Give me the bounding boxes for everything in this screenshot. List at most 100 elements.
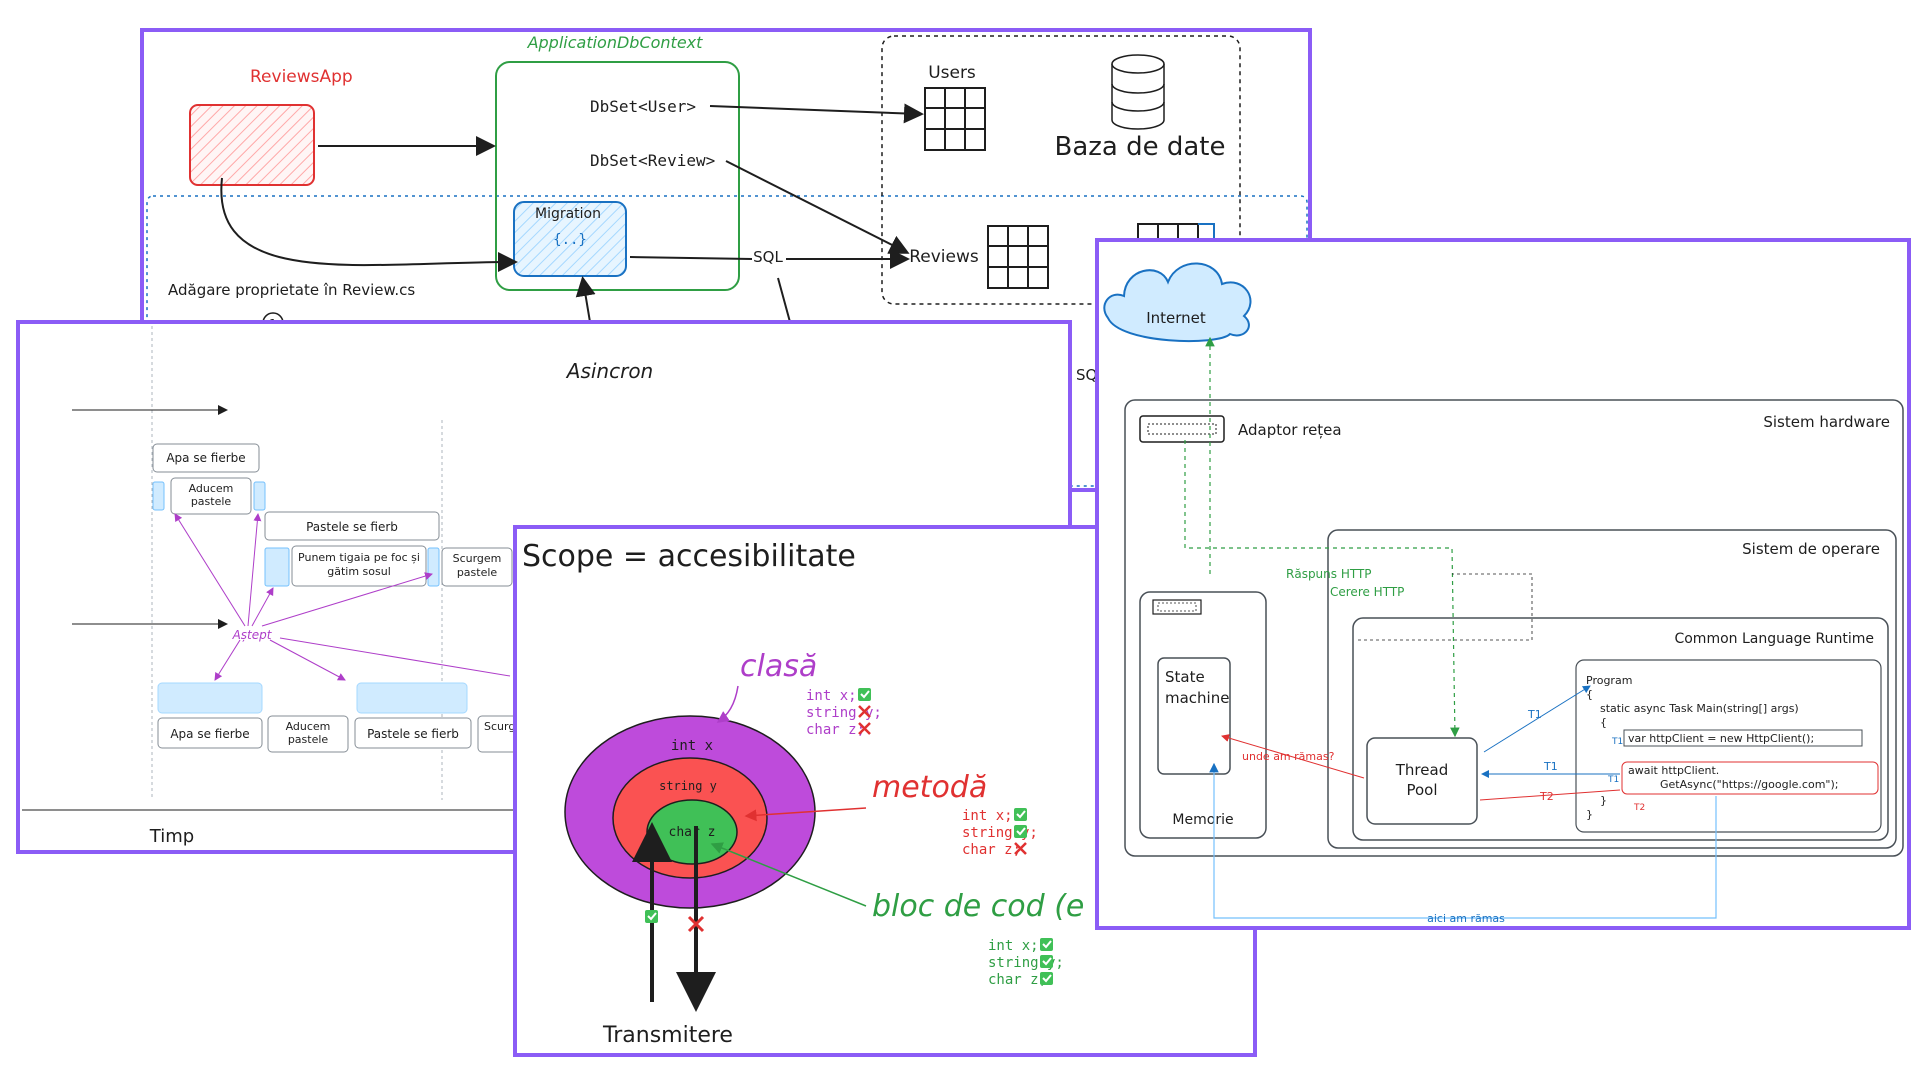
aici-am-ramas-path: [1209, 762, 1717, 919]
asincron-title: Asincron: [565, 359, 653, 383]
task-box: [267, 715, 349, 753]
code-line: await httpClient.: [1628, 764, 1719, 777]
code-line: GetAsync("https://google.com");: [1660, 778, 1838, 791]
clr-box: [1352, 617, 1889, 841]
task-box: [354, 717, 472, 749]
bottom-scurgem-wrap: Scurgem pastele: [484, 720, 518, 733]
task-box: [152, 443, 260, 473]
metoda-list: int x; string y; char z;: [962, 808, 1038, 858]
os-box: [1327, 529, 1897, 849]
metoda-item: int x;: [962, 808, 1013, 824]
code-line: static async Task Main(string[] args): [1600, 702, 1799, 715]
task-box: [157, 717, 263, 749]
internet-label: Internet: [1146, 309, 1206, 327]
metoda-arrow: [744, 807, 867, 822]
migration-label-top: Migration: [535, 206, 601, 222]
raspuns-label: Răspuns HTTP: [1286, 567, 1372, 581]
clasa-item: char z;: [806, 722, 865, 738]
scope-int-x: int x: [671, 738, 713, 754]
database-region: [881, 35, 1241, 305]
code-line: var httpClient = new HttpClient();: [1628, 732, 1814, 745]
check-icon: [1014, 808, 1027, 821]
clasa-item: string y;: [806, 705, 882, 721]
sql-label: SQL: [753, 248, 783, 266]
transmitere-label: Transmitere: [602, 1023, 733, 1048]
check-icon: [1016, 810, 1026, 819]
database-icon: [1111, 54, 1165, 130]
memorie-label: Memorie: [1172, 812, 1233, 828]
http-routes: [1184, 336, 1460, 738]
task-box: [441, 547, 513, 587]
cerere-label: Cerere HTTP: [1330, 585, 1404, 599]
scurgem-pastele: Scurgem pastele: [452, 552, 502, 579]
metoda-item: char z;: [962, 842, 1021, 858]
cross-icon: [858, 722, 871, 735]
wait-block: [264, 547, 290, 587]
scope-char-z: char z: [669, 825, 716, 840]
wait-block: [253, 481, 266, 511]
scope-string-y: string y: [659, 779, 717, 793]
reviews-app-box: [189, 104, 315, 186]
db-context-label: ApplicationDbContext: [527, 33, 704, 52]
scope-title: Scope = accesibilitate: [522, 539, 856, 574]
bottom-aducem-wrap: Aducem pastele: [286, 720, 331, 746]
http-route-dark: [1358, 573, 1533, 641]
check-icon: [1042, 957, 1052, 966]
adaptor-label: Adaptor rețea: [1238, 421, 1342, 439]
bloc-label: bloc de cod (e: [872, 889, 1084, 924]
migration-body: {..}: [553, 232, 587, 248]
slide-runtime: Internet Sistem hardware Adaptor rețea S…: [1095, 238, 1911, 930]
cross-icon: [858, 705, 871, 718]
pool-label: Pool: [1406, 781, 1437, 799]
check-icon: [858, 688, 871, 701]
check-icon: [1016, 827, 1026, 836]
bottom-apa-se-fierbe: Apa se fierbe: [170, 727, 249, 741]
metoda-label: metodă: [872, 770, 987, 805]
wait-block: [356, 682, 468, 714]
clr-label: Common Language Runtime: [1674, 631, 1874, 647]
dbset-user: DbSet<User>: [590, 97, 696, 116]
check-icon: [647, 912, 657, 921]
aducem-pastele: Aducem pastele: [188, 482, 234, 508]
scope-marks: [858, 688, 1053, 985]
code-line: {: [1600, 716, 1607, 729]
memory-chip-icon: [1152, 599, 1202, 615]
reviews-app-label: ReviewsApp: [250, 67, 353, 87]
bloc-arrow: [710, 842, 867, 907]
state-label: State: [1165, 668, 1205, 686]
sq-fragment: SQ: [1076, 366, 1097, 384]
t1-label-code: T1: [1611, 737, 1623, 747]
arrow-user-table: [709, 103, 924, 124]
cross-icon: [687, 915, 705, 933]
arrow-up-migration: [575, 276, 596, 323]
wait-block: [157, 682, 263, 714]
state-machine-box: [1157, 657, 1231, 775]
arrow-sql-from-below: [777, 277, 791, 323]
check-icon: [1040, 972, 1053, 985]
aici-am-ramas-label: aici am rămas: [1427, 912, 1505, 925]
t1-arrow-up: [1483, 685, 1591, 753]
task-box: [291, 545, 427, 587]
check-icon: [860, 690, 870, 699]
punem-tigaia: Punem tigaia pe foc și gătim sosul: [298, 551, 420, 578]
check-icon: [1014, 825, 1027, 838]
network-adapter-icon: [1139, 415, 1225, 443]
hardware-box: [1124, 399, 1904, 857]
t2-label-code: T2: [1633, 803, 1645, 813]
aducem-pastele-wrap: Aducem pastele: [188, 482, 234, 508]
internet-cloud-icon: [1103, 262, 1252, 342]
users-label: Users: [928, 63, 976, 83]
wait-block: [427, 547, 440, 587]
code-line: {: [1586, 688, 1593, 701]
code-line: }: [1600, 794, 1607, 807]
t1-label: T1: [1527, 708, 1542, 721]
adaugare-label: Adăgare proprietate în Review.cs: [168, 281, 415, 299]
clasa-arrow: [716, 685, 739, 723]
thread-pool-box: [1366, 737, 1478, 825]
sistem-operare-label: Sistem de operare: [1742, 540, 1880, 558]
db-context-box: [495, 61, 740, 291]
unde-am-ramas-arrow: [1221, 734, 1365, 779]
astept-label: Aștept: [232, 628, 273, 642]
task-box: [264, 511, 440, 541]
